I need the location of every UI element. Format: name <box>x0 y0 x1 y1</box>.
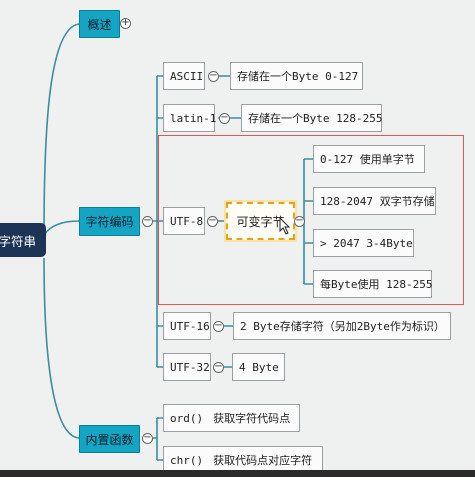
main-topic-label: 概述 <box>87 17 112 32</box>
topic-label: UTF-16 <box>170 319 210 333</box>
topic-latin1-desc[interactable]: 存储在一个Byte 128-255 <box>241 104 382 132</box>
main-topic-label: 字符编码 <box>85 215 134 229</box>
collapse-icon[interactable]: − <box>142 215 153 227</box>
topic-label: chr() <box>170 453 204 467</box>
topic-utf8[interactable]: UTF-8 <box>163 207 205 235</box>
main-topic-overview[interactable]: 概述 <box>79 10 120 38</box>
collapse-icon[interactable]: − <box>294 215 305 227</box>
collapse-icon[interactable]: − <box>207 215 218 227</box>
topic-label: 存储在一个Byte 128-255 <box>248 112 383 125</box>
expand-icon[interactable]: + <box>120 17 131 29</box>
root-topic-label: 字符串 <box>0 233 36 249</box>
topic-label: 2 Byte存储字符（另加2Byte作为标识） <box>240 320 445 333</box>
topic-label: UTF-32 <box>170 360 210 374</box>
topic-label: UTF-8 <box>170 214 204 228</box>
root-topic-string[interactable]: 字符串 <box>0 223 46 257</box>
collapse-icon[interactable]: − <box>213 361 224 373</box>
topic-latin1[interactable]: latin-1 <box>163 104 217 132</box>
topic-ascii[interactable]: ASCII <box>163 62 205 90</box>
topic-desc: 获取字符代码点 <box>213 412 291 425</box>
utf8-highlight-frame <box>158 135 464 305</box>
collapse-icon[interactable]: − <box>219 112 230 124</box>
topic-utf32-desc[interactable]: 4 Byte <box>232 353 285 381</box>
topic-label: 128-2047 双字节存储 <box>320 195 435 208</box>
main-topic-label: 内置函数 <box>85 432 134 447</box>
topic-utf16[interactable]: UTF-16 <box>163 312 211 340</box>
collapse-icon[interactable]: − <box>142 432 153 444</box>
topic-ord[interactable]: ord() 获取字符代码点 <box>163 404 300 432</box>
topic-ascii-desc[interactable]: 存储在一个Byte 0-127 <box>230 62 363 90</box>
topic-desc: 获取代码点对应字符 <box>213 454 313 467</box>
topic-chr[interactable]: chr() 获取代码点对应字符 <box>163 446 323 474</box>
topic-utf32[interactable]: UTF-32 <box>163 353 211 381</box>
topic-label: 0-127 使用单字节 <box>320 153 415 166</box>
topic-label: 每Byte使用 128-255 <box>320 278 433 291</box>
topic-label: ASCII <box>170 69 204 83</box>
topic-label: ord() <box>170 411 204 425</box>
bottom-bar <box>0 470 475 477</box>
topic-utf8-detail[interactable]: > 2047 3-4Byte <box>313 229 414 257</box>
topic-utf8-detail[interactable]: 128-2047 双字节存储 <box>313 187 436 215</box>
topic-label: 存储在一个Byte 0-127 <box>237 70 359 83</box>
topic-label: 4 Byte <box>239 360 279 374</box>
topic-label: latin-1 <box>170 111 217 125</box>
topic-utf8-detail[interactable]: 每Byte使用 128-255 <box>313 270 432 298</box>
topic-utf16-desc[interactable]: 2 Byte存储字符（另加2Byte作为标识） <box>233 312 451 340</box>
collapse-icon[interactable]: − <box>213 320 224 332</box>
mouse-cursor-icon <box>279 217 291 235</box>
main-topic-builtins[interactable]: 内置函数 <box>79 425 140 453</box>
topic-utf8-detail[interactable]: 0-127 使用单字节 <box>313 145 425 173</box>
main-topic-encoding[interactable]: 字符编码 <box>79 207 140 236</box>
collapse-icon[interactable]: − <box>208 70 219 82</box>
topic-label: 可变字节 <box>236 214 285 229</box>
topic-label: > 2047 3-4Byte <box>320 236 413 250</box>
